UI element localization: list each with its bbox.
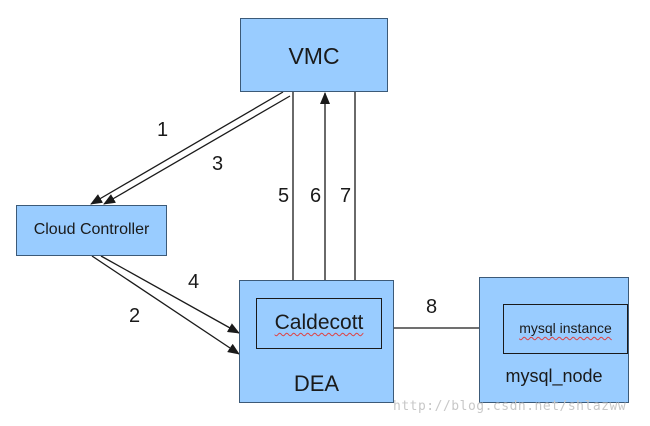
edge-label-6: 6 [310,185,322,207]
edge-1-arrow [90,91,284,205]
mysql-node-label: mysql_node [505,366,603,386]
mysql-instance-label-wrap: mysql instance [504,320,627,336]
edge-2-arrow [91,255,240,355]
edge-label-8: 8 [426,296,438,318]
mysql-node-label-wrap: mysql_node [480,366,628,387]
edge-label-3: 3 [212,153,224,175]
cloud-controller-label: Cloud Controller [33,221,150,238]
edge-4-arrow [100,255,240,334]
mysql-instance-label: mysql instance [519,320,612,336]
dea-node: Caldecott DEA [239,280,394,403]
vmc-node: VMC [240,18,388,92]
edge-label-5: 5 [278,185,290,207]
caldecott-label: Caldecott [274,311,364,334]
edge-label-2: 2 [129,305,141,327]
vmc-label: VMC [288,43,340,69]
caldecott-node: Caldecott [256,298,382,349]
edge-3-arrow [103,95,291,205]
edge-label-4: 4 [188,271,200,293]
dea-label: DEA [293,371,340,396]
mysql-instance-node: mysql instance [503,304,628,354]
watermark: http://blog.csdn.net/shlazww [393,399,627,414]
mysql-node: mysql instance mysql_node [479,277,629,403]
edge-label-1: 1 [157,119,169,141]
caldecott-label-wrap: Caldecott [257,311,381,335]
cloud-controller-node: Cloud Controller [16,205,167,256]
edge-label-7: 7 [340,185,352,207]
